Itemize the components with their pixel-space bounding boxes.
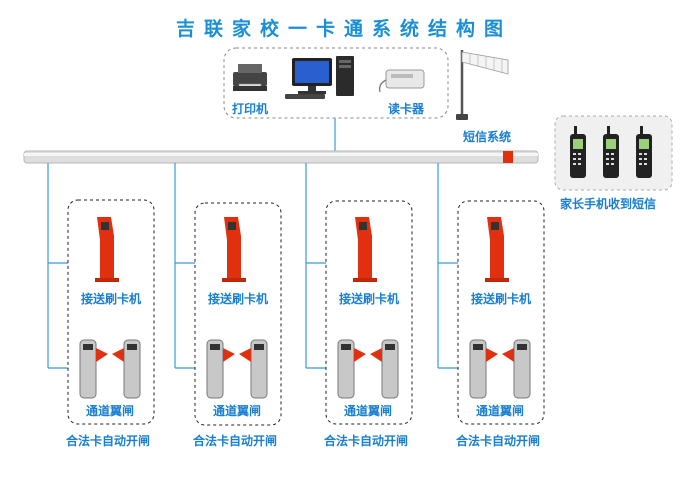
- card-kiosk-icon: [353, 217, 377, 282]
- printer-icon: [233, 64, 267, 91]
- card-kiosk-icon: [95, 217, 119, 282]
- diagram-title: 吉联家校一卡通系统结构图: [175, 18, 512, 40]
- network-bus: [23, 150, 539, 164]
- gate-label: 通道翼闸: [86, 404, 135, 418]
- card-kiosk-icon: [222, 217, 246, 282]
- reader-label: 读卡器: [388, 102, 425, 116]
- unit-4: [437, 163, 545, 425]
- wing-gate-icon: [337, 339, 399, 399]
- card-kiosk-icon: [485, 217, 509, 282]
- server-group-box: [223, 47, 449, 119]
- sms-system-label: 短信系统: [463, 130, 512, 144]
- computer-icon: [285, 56, 354, 99]
- gate-caption: 合法卡自动开闸: [193, 434, 278, 448]
- kiosk-label: 接送刷卡机: [339, 292, 400, 306]
- gate-caption: 合法卡自动开闸: [324, 434, 409, 448]
- phone-icon: [603, 126, 619, 178]
- phone-icon: [636, 126, 652, 178]
- kiosk-label: 接送刷卡机: [81, 292, 142, 306]
- gate-caption: 合法卡自动开闸: [456, 434, 541, 448]
- card-reader-icon: [378, 69, 425, 93]
- wing-gate-icon: [469, 339, 531, 399]
- kiosk-label: 接送刷卡机: [208, 292, 269, 306]
- parent-phone-label: 家长手机收到短信: [560, 197, 657, 211]
- unit-3: [305, 163, 413, 425]
- printer-label: 打印机: [232, 102, 269, 116]
- wing-gate-icon: [206, 339, 268, 399]
- gate-label: 通道翼闸: [476, 404, 525, 418]
- kiosk-label: 接送刷卡机: [471, 292, 532, 306]
- unit-2: [174, 163, 282, 426]
- wing-gate-icon: [79, 339, 141, 399]
- gate-label: 通道翼闸: [213, 404, 262, 418]
- unit-1: [47, 163, 155, 425]
- gate-caption: 合法卡自动开闸: [66, 434, 151, 448]
- phone-icon: [570, 126, 586, 178]
- gate-label: 通道翼闸: [344, 404, 393, 418]
- sms-antenna-icon: [456, 50, 509, 120]
